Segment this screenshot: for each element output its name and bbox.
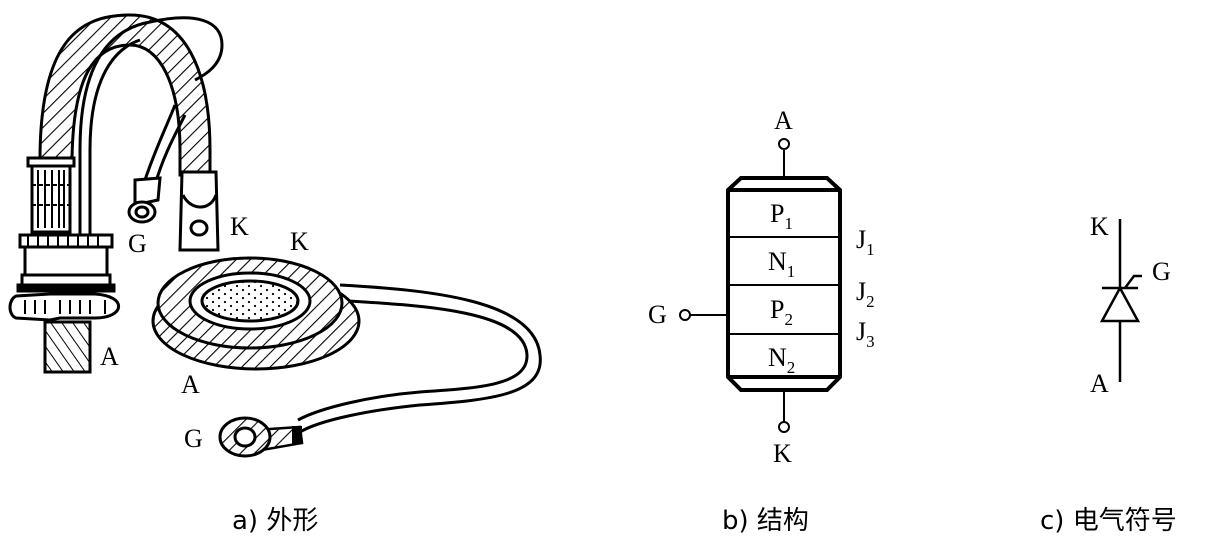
layer-n1: N1: [768, 247, 795, 281]
label-disc-gate: G: [184, 424, 203, 453]
device-body: [726, 176, 842, 392]
label-b-cathode: K: [773, 439, 792, 468]
gate-terminal: [679, 309, 691, 321]
anode-terminal: [778, 138, 790, 150]
main-cable: [38, 13, 212, 177]
label-b-gate: G: [648, 300, 667, 329]
disc-gate-lead: [299, 283, 542, 434]
label-stud-cathode: K: [230, 212, 249, 241]
cathode-terminal: [778, 421, 790, 433]
junction-j3: J3: [856, 317, 875, 351]
gate-wire: [78, 16, 224, 240]
disc-contact-surface: [200, 279, 300, 323]
pnpn-structure: [679, 138, 842, 433]
layer-p2: P2: [770, 295, 793, 329]
caption-c: c) 电气符号: [1040, 506, 1177, 536]
threaded-stud: [43, 320, 92, 374]
gate-terminal-ring: [127, 200, 157, 224]
label-c-cathode: K: [1090, 212, 1109, 241]
disc-thyristor: [151, 256, 542, 458]
label-disc-cathode: K: [290, 227, 309, 256]
layer-n2: N2: [768, 343, 795, 377]
label-disc-anode: A: [181, 370, 200, 399]
symbol-triangle: [1099, 285, 1141, 323]
stud-thyristor: [8, 13, 224, 374]
label-c-gate: G: [1152, 257, 1171, 286]
symbol-gate-lead: [1124, 274, 1142, 289]
layer-p1: P1: [770, 199, 793, 233]
thyristor-symbol: [1099, 219, 1142, 382]
label-c-anode: A: [1090, 369, 1109, 398]
caption-b: b) 结构: [722, 506, 809, 536]
label-b-anode: A: [774, 106, 793, 135]
hex-nut: [8, 292, 121, 322]
junction-j1: J1: [856, 225, 875, 259]
label-stud-anode: A: [100, 342, 119, 371]
label-stud-gate: G: [128, 229, 147, 258]
caption-a: a) 外形: [232, 506, 319, 536]
cathode-lug: [178, 170, 220, 252]
junction-j2: J2: [856, 277, 875, 311]
